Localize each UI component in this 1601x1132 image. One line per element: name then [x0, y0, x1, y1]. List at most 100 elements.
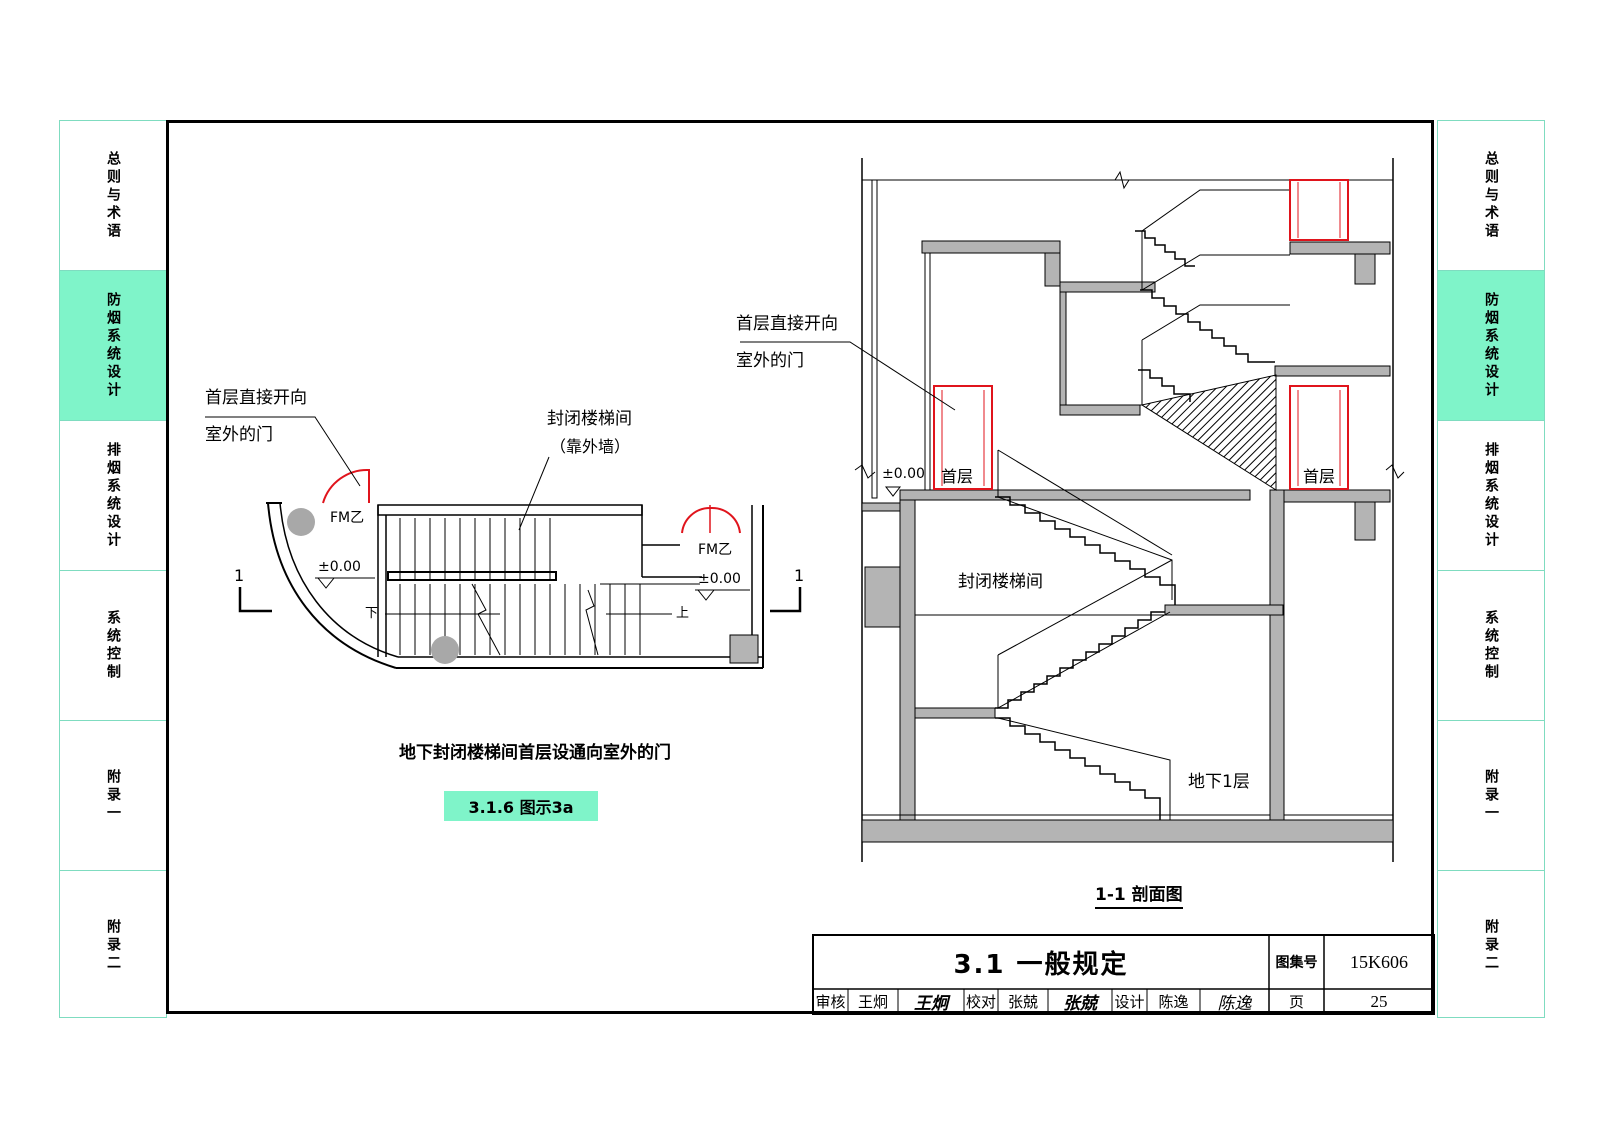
- section-ground-door-red: [933, 385, 993, 490]
- section-mark-number: 1: [794, 566, 804, 585]
- plan-level: ±0.00: [698, 571, 741, 587]
- nav-item-system-control[interactable]: 系统控制: [60, 571, 166, 721]
- title-block: 3.1 一般规定 图集号 15K606 页 25 审核 王炯 王炯 校对 张兢 …: [813, 935, 1434, 1014]
- plan-stair-annotation-l1: 封闭楼梯间: [547, 409, 632, 429]
- section-level: ±0.00: [882, 466, 925, 482]
- nav-label: 总则与术语: [105, 150, 121, 241]
- nav-label: 附录二: [1483, 918, 1499, 973]
- plan-stair-door-red: [681, 506, 741, 534]
- nav-item-system-control[interactable]: 系统控制: [1438, 571, 1544, 721]
- section-ground-slab: [899, 489, 1251, 501]
- check-label: 校对: [965, 995, 996, 1011]
- section-mid-landing: [914, 707, 996, 719]
- plan-stair-annotation-l2: （靠外墙）: [550, 437, 630, 456]
- section-right-door-red: [1289, 385, 1349, 490]
- reviewer-name: 王炯: [857, 995, 888, 1011]
- section-door-leader: [740, 341, 956, 411]
- section-upper-slab-right: [1289, 241, 1391, 255]
- plan-column: [729, 634, 759, 664]
- section-mark-right: [770, 587, 802, 613]
- section-wall-segment: [1059, 291, 1067, 406]
- nav-item-smoke-protection[interactable]: 防烟系统设计: [60, 271, 166, 421]
- section-upper-door-red: [1289, 179, 1349, 241]
- nav-label: 防烟系统设计: [1483, 291, 1499, 400]
- plan-door-tag: FM乙: [698, 542, 732, 558]
- section-mark-number: 1: [234, 566, 244, 585]
- stair-section: 首层直接开向 室外的门 ±0.00 首层 首层 封闭楼梯间 地下1层: [736, 158, 1405, 862]
- atlas-label: 图集号: [1275, 955, 1318, 971]
- plan-door-annotation-l2: 室外的门: [205, 425, 273, 445]
- level-symbol: [884, 486, 902, 497]
- section-stair-label: 封闭楼梯间: [958, 572, 1043, 592]
- section-grade: [861, 502, 901, 512]
- section-ground-floor-label: 首层: [1303, 467, 1335, 486]
- plan-caption: 地下封闭楼梯间首层设通向室外的门: [399, 743, 671, 763]
- section-beam: [1044, 252, 1061, 287]
- atlas-number: 15K606: [1350, 951, 1408, 972]
- right-chapter-nav: 总则与术语 防烟系统设计 排烟系统设计 系统控制 附录一 附录二: [1437, 120, 1545, 1018]
- design-label: 设计: [1114, 995, 1145, 1011]
- plan-curved-wall-inner: [279, 502, 399, 658]
- nav-item-smoke-exhaust[interactable]: 排烟系统设计: [60, 421, 166, 571]
- section-upper-slab: [921, 240, 1061, 254]
- sheet-title: 3.1 一般规定: [953, 949, 1129, 980]
- nav-label: 总则与术语: [1483, 150, 1499, 241]
- nav-label: 排烟系统设计: [1483, 441, 1499, 550]
- review-label: 审核: [815, 995, 846, 1011]
- drawing-frame: [166, 120, 1434, 1014]
- section-beam: [1354, 501, 1376, 541]
- section-break-mark: [1114, 170, 1130, 190]
- nav-label: 排烟系统设计: [105, 441, 121, 550]
- nav-item-smoke-exhaust[interactable]: 排烟系统设计: [1438, 421, 1544, 571]
- section-ground-floor-label: 首层: [941, 467, 973, 486]
- section-mark-left: [238, 587, 272, 613]
- level-symbol: [316, 577, 336, 589]
- section-slab-right-ground: [1274, 489, 1391, 503]
- section-break-mark: [1385, 464, 1405, 479]
- plan-handrail: [387, 571, 557, 581]
- section-landing: [1059, 281, 1156, 293]
- nav-item-smoke-protection[interactable]: 防烟系统设计: [1438, 271, 1544, 421]
- plan-down-label: 下: [365, 606, 378, 621]
- nav-item-appendix-1[interactable]: 附录一: [60, 721, 166, 871]
- nav-label: 防烟系统设计: [105, 291, 121, 400]
- section-flight-outlines: [915, 189, 1290, 820]
- plan-up-label: 上: [676, 606, 689, 621]
- section-slab-right: [1274, 365, 1391, 377]
- section-basement-slab: [861, 819, 1394, 843]
- nav-item-general[interactable]: 总则与术语: [60, 121, 166, 271]
- section-mid-landing: [1164, 604, 1284, 616]
- level-symbol: [696, 589, 716, 601]
- section-right-wall: [1269, 489, 1285, 821]
- plan-level: ±0.00: [318, 559, 361, 575]
- section-beam: [1354, 253, 1376, 285]
- section-caption: 1-1 剖面图: [1095, 880, 1183, 909]
- plan-fixture-circle: [431, 636, 459, 664]
- page-label: 页: [1288, 995, 1304, 1011]
- left-chapter-nav: 总则与术语 防烟系统设计 排烟系统设计 系统控制 附录一 附录二: [59, 120, 167, 1018]
- plan-treads-lower: [399, 584, 641, 655]
- page-number: 25: [1370, 991, 1388, 1011]
- section-stair-flights: [995, 230, 1275, 820]
- plan-stair-leader: [518, 456, 550, 531]
- checker-signature: 张兢: [1063, 994, 1097, 1013]
- section-hatched-flight: [1140, 374, 1277, 491]
- checker-name: 张兢: [1007, 995, 1038, 1011]
- nav-label: 附录一: [105, 768, 121, 823]
- plan-door-leader: [205, 416, 361, 487]
- nav-item-appendix-2[interactable]: 附录二: [1438, 871, 1544, 1020]
- nav-item-general[interactable]: 总则与术语: [1438, 121, 1544, 271]
- nav-label: 附录一: [1483, 768, 1499, 823]
- plan-top-wall: [377, 504, 643, 516]
- section-door-annotation-l1: 首层直接开向: [736, 314, 838, 334]
- plan-door-annotation-l1: 首层直接开向: [205, 388, 307, 408]
- section-left-wall-block: [864, 566, 901, 628]
- nav-item-appendix-1[interactable]: 附录一: [1438, 721, 1544, 871]
- reviewer-signature: 王炯: [914, 994, 948, 1013]
- plan-break-line-2: [585, 589, 599, 656]
- plan-exterior-door-red: [322, 468, 370, 504]
- title-block-grid: [812, 934, 1435, 1015]
- nav-item-appendix-2[interactable]: 附录二: [60, 871, 166, 1020]
- nav-label: 系统控制: [105, 609, 121, 682]
